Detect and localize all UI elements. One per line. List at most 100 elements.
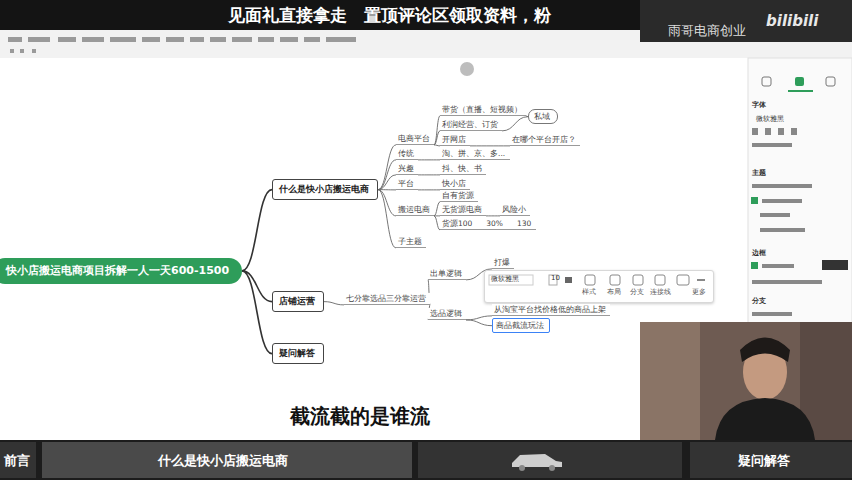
panel-icons — [751, 77, 848, 316]
subtopic: 无货源电商 — [440, 204, 486, 216]
branch-line — [502, 117, 528, 131]
tool-label: 样式 — [582, 288, 596, 297]
topic-text: 130 — [517, 219, 531, 228]
subtopic: 传统 — [396, 148, 418, 160]
branch-line — [378, 175, 396, 190]
branch-line — [378, 190, 396, 248]
chapter-title: 什么是快小店搬运电商 — [158, 452, 288, 470]
channel-name: 雨哥电商创业 — [668, 22, 746, 40]
car-icon — [512, 454, 562, 471]
branch-line — [418, 189, 440, 190]
tool-label: 分支 — [630, 288, 644, 297]
subtopic: 带货（直播、短视频） — [440, 104, 526, 116]
app-toolbar — [640, 42, 852, 58]
topic-text: 搬运电商 — [398, 205, 430, 214]
branch-line — [378, 145, 396, 190]
panel-heading: 边框 — [752, 248, 766, 258]
tool-label: 连接线 — [650, 288, 671, 297]
main-topic: 店铺运营 — [272, 291, 324, 312]
banner-text: 见面礼直接拿走 置顶评论区领取资料，粉 — [228, 4, 551, 27]
panel-heading: 字体 — [752, 100, 766, 110]
topic-text: 兴趣 — [398, 164, 414, 173]
floating-toolbar — [484, 270, 714, 303]
font-name: 微软雅黑 — [491, 274, 519, 284]
subtopic: 子主题 — [396, 236, 426, 248]
subtopic: 七分靠选品三分靠运营 — [344, 293, 430, 305]
watermark: bilibili — [766, 12, 818, 30]
chapter-segment — [418, 442, 682, 478]
topic-text: 出单逻辑 — [430, 269, 462, 278]
subtopic: 淘、拼、京、多... — [440, 148, 510, 160]
topic-text: 货源100 — [442, 219, 472, 228]
webcam-view — [640, 322, 852, 440]
branch-line — [418, 159, 440, 160]
topic-text: 自有货源 — [442, 191, 474, 200]
panel-heading: 分支 — [752, 296, 766, 306]
topic-text: 风险小 — [502, 205, 526, 214]
subtitle: 截流截的是谁流 — [290, 403, 430, 430]
chapter-segment — [42, 442, 412, 478]
font-name: 微软雅黑 — [756, 114, 784, 124]
topic-text: 从淘宝平台找价格低的商品上架 — [494, 305, 606, 314]
branch-line — [378, 190, 396, 216]
chapter-title: 疑问解答 — [738, 452, 790, 470]
subtopic: 出单逻辑 — [428, 268, 466, 280]
subtopic: 利润经营、订货 — [440, 119, 502, 131]
topic-text: 抖、快、书 — [442, 164, 482, 173]
branch-line — [378, 160, 396, 190]
topic-text: 商品截流玩法 — [496, 321, 544, 330]
topic-text: 带货（直播、短视频） — [442, 105, 522, 114]
topic-text: 传统 — [398, 149, 414, 158]
branch-line — [486, 215, 500, 216]
tool-label: 布局 — [607, 288, 621, 297]
chapter-bar — [0, 440, 852, 480]
tool-label: 更多 — [692, 288, 706, 297]
topic-text: 淘、拼、京、多... — [442, 149, 505, 158]
subtopic: 快小店 — [440, 178, 470, 190]
topic-text: 电商平台 — [398, 134, 430, 143]
central-topic: 快小店搬运电商项目拆解一人一天600-1500 — [0, 258, 242, 284]
subtopic: 打爆 — [492, 257, 514, 269]
topic-text: 快小店 — [442, 179, 466, 188]
subtopic: 在哪个平台开店？ — [510, 134, 580, 146]
branch-line — [466, 320, 492, 326]
subtopic: 自有货源 — [440, 190, 478, 202]
topic-text: 私域 — [534, 112, 550, 121]
topic-text: 在哪个平台开店？ — [512, 135, 576, 144]
subtopic: 风险小 — [500, 204, 530, 216]
branch-line — [242, 271, 272, 354]
callout-bubble: 私域 — [528, 109, 558, 124]
branch-line — [324, 302, 344, 305]
topic-text: 什么是快小店搬运电商 — [279, 184, 369, 195]
main-topic: 什么是快小店搬运电商 — [272, 179, 378, 200]
zoom-button — [460, 62, 474, 76]
subtopic: 选品逻辑 — [428, 308, 466, 320]
chapter-title: 前言 — [4, 452, 30, 470]
subtopic: 货源100 30% 130 — [440, 218, 536, 230]
topic-text: 利润经营、订货 — [442, 120, 498, 129]
topic-text: 无货源电商 — [442, 205, 482, 214]
font-size: 10 — [551, 274, 560, 282]
topic-text: 选品逻辑 — [430, 309, 462, 318]
topic-text: 打爆 — [494, 258, 510, 267]
subtopic: 从淘宝平台找价格低的商品上架 — [492, 304, 610, 316]
chapter-segment — [0, 442, 36, 478]
subtopic: 兴趣 — [396, 163, 418, 175]
toolbar-icons — [485, 271, 713, 302]
subtopic: 搬运电商 — [396, 204, 434, 216]
subtopic: 开网店 — [440, 134, 470, 146]
chapter-segment — [690, 442, 852, 478]
app-toolbar — [0, 30, 640, 58]
logo-area — [640, 0, 852, 42]
branch-line — [242, 190, 272, 271]
panel-heading: 主题 — [752, 168, 766, 178]
topic-text: 疑问解答 — [279, 348, 315, 359]
branch-line — [466, 316, 492, 320]
topic-text: 店铺运营 — [279, 296, 315, 307]
topic-text: 30% — [486, 219, 503, 228]
main-topic: 疑问解答 — [272, 343, 324, 364]
topic-text: 七分靠选品三分靠运营 — [346, 294, 426, 303]
topic-text: 平台 — [398, 179, 414, 188]
subtopic: 抖、快、书 — [440, 163, 486, 175]
branch-line — [418, 174, 440, 175]
